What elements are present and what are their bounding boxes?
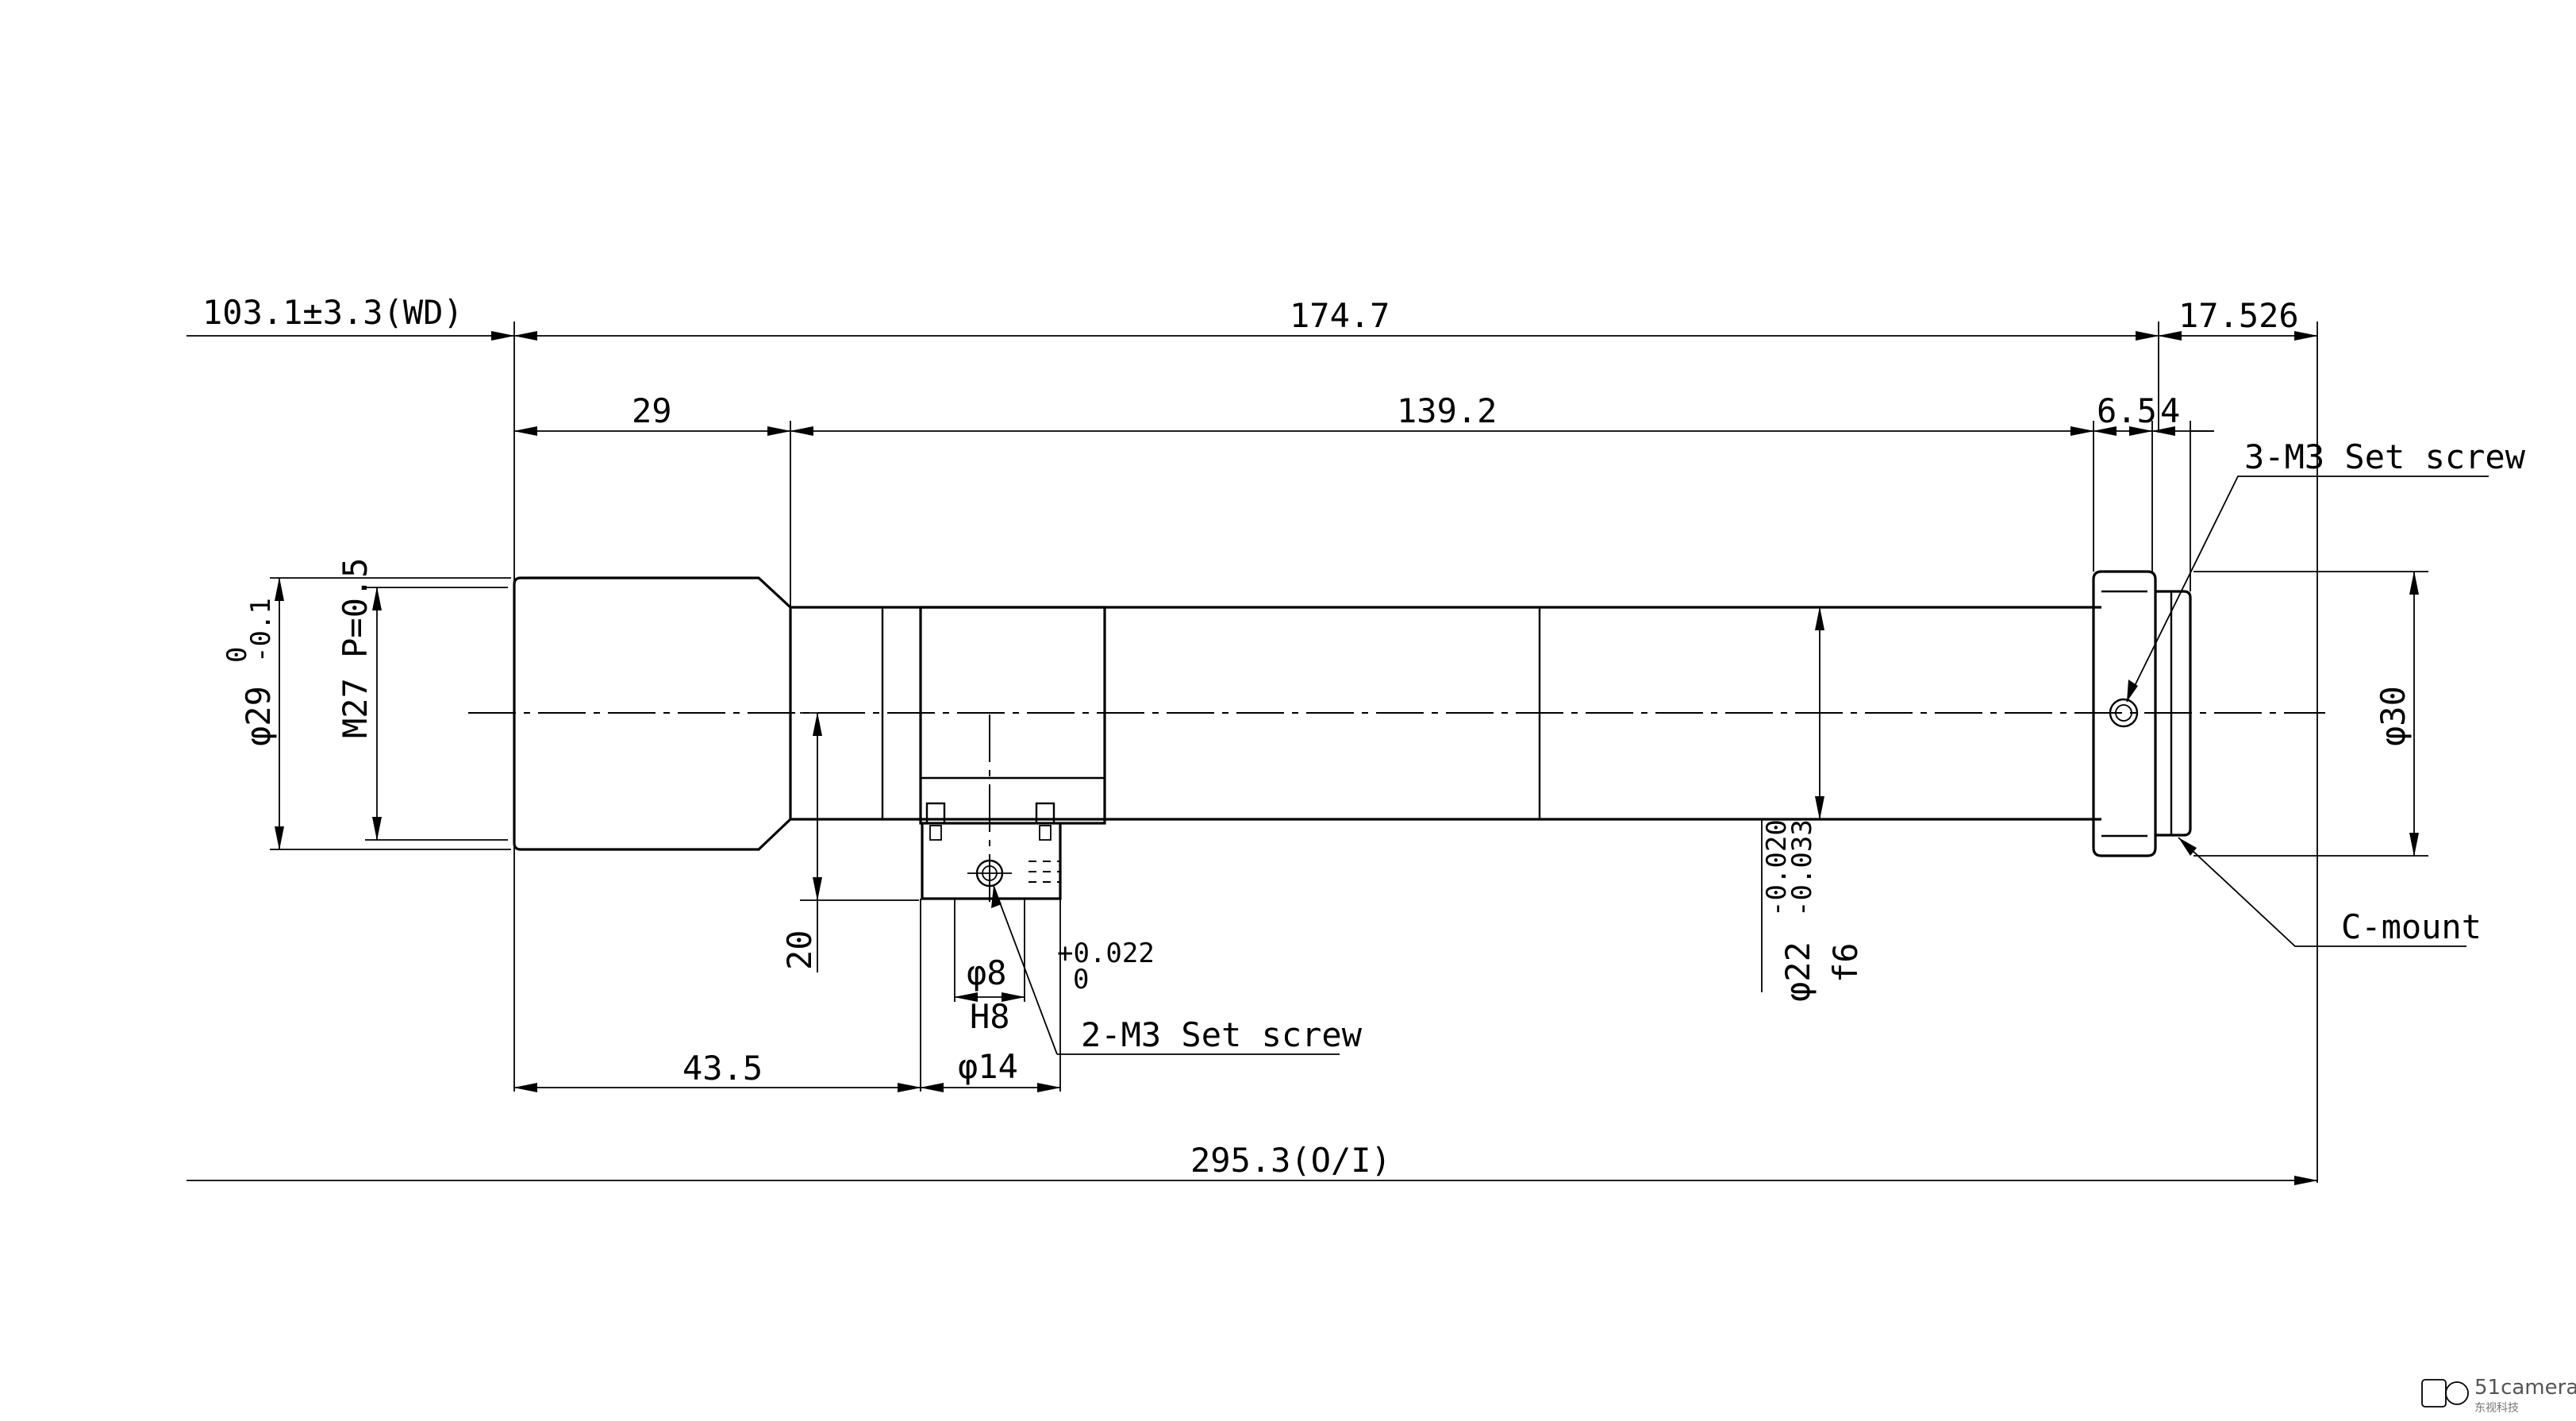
extension-lines [270,322,2428,1183]
leader-c-mount [2178,837,2466,947]
callout-clamp-set-screw: 2-M3 Set screw [1081,1015,1363,1054]
dim-total: 295.3(O/I) [1190,1141,1391,1180]
dim-20: 20 [780,930,819,970]
watermark-sub: 东视科技 [2474,1402,2519,1415]
dim-174-7: 174.7 [1290,296,1390,335]
watermark-brand: 51camera [2474,1376,2576,1400]
dim-4: 4 [2160,391,2180,430]
rear-flange [2092,570,2157,857]
callout-c-mount: C-mount [2341,907,2482,946]
dim-phi-8: φ8 [967,953,1007,992]
dim-h8: H8 [970,997,1010,1036]
dim-shaft-tol-upper: -0.020 [1761,819,1793,917]
dim-shaft-tol-lower: -0.033 [1786,819,1818,917]
dim-17-526: 17.526 [2178,296,2299,335]
callout-rear-set-screw: 3-M3 Set screw [2244,437,2526,476]
dim-front-tol-lower: -0.1 [245,598,277,663]
leaders [991,476,2489,1055]
dim-phi-14: φ14 [958,1047,1018,1086]
dim-139-2: 139.2 [1397,391,1497,430]
dim-43-5: 43.5 [682,1049,763,1088]
watermark: 51camera 东视科技 [2421,1376,2576,1415]
dim-thread: M27 P=0.5 [336,557,375,738]
camera-logo-icon [2421,1379,2447,1408]
dim-f6: f6 [1826,942,1865,983]
dim-29: 29 [632,391,672,430]
dim-hole-tol-lower: 0 [1073,964,1089,995]
dimension-lines [186,331,2419,1185]
leader-rear-screw [2126,476,2489,703]
dim-hole-tol-upper: +0.022 [1057,938,1155,969]
lens-outline [468,570,2325,905]
callout-labels: 3-M3 Set screw 2-M3 Set screw C-mount [1081,437,2526,1054]
dim-6-5: 6.5 [2097,391,2157,430]
dimension-labels: 103.1±3.3(WD) 174.7 17.526 29 139.2 6.5 … [202,293,2413,1180]
dim-wd: 103.1±3.3(WD) [202,293,463,332]
dim-phi-30: φ30 [2374,686,2413,746]
clamp-ring [919,606,1106,825]
dim-front-tol-upper: 0 [221,647,253,663]
dim-phi-29: φ29 [239,686,278,746]
dim-phi-22: φ22 [1778,942,1817,1002]
